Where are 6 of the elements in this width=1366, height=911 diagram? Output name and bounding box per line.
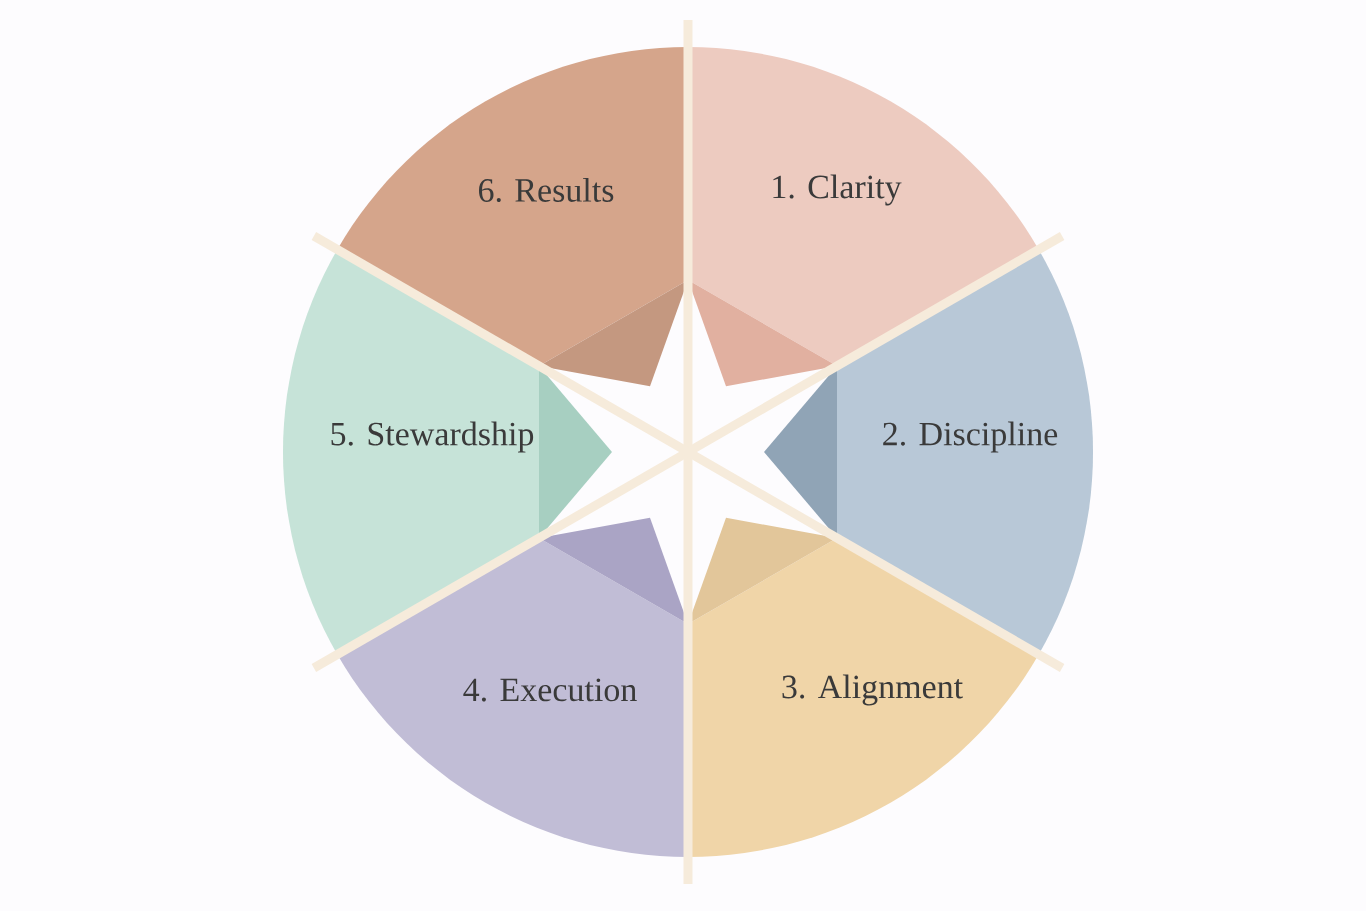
circle-segment: 2. Discipline — [764, 249, 1093, 655]
circle-segment: 4. Execution — [337, 517, 688, 857]
circle-segment: 6. Results — [337, 47, 688, 387]
circle-segment: 5. Stewardship — [283, 249, 612, 655]
circle-segment: 1. Clarity — [688, 47, 1039, 387]
circle-segment: 3. Alignment — [688, 517, 1039, 857]
